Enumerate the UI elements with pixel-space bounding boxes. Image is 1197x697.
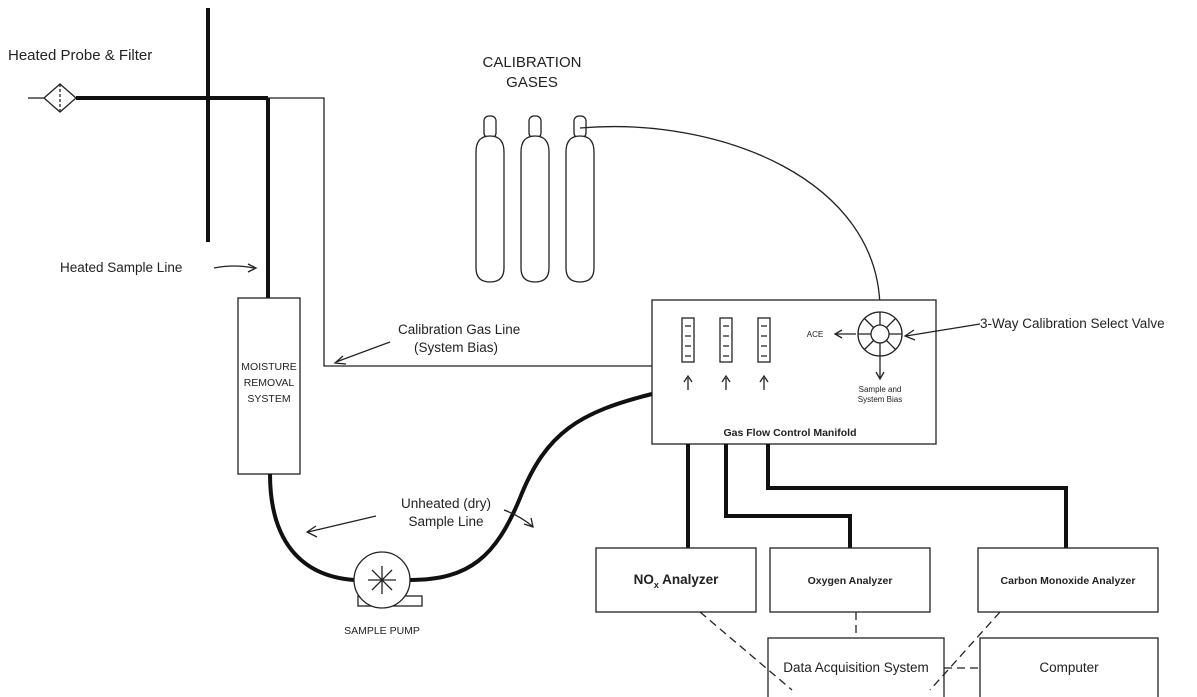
heated-probe-label: Heated Probe & Filter [8, 47, 152, 64]
co-analyzer-label: Carbon Monoxide Analyzer [1001, 575, 1136, 587]
unheated-line-arrow-left [305, 515, 377, 538]
unheated-line-label-1: Unheated (dry) [401, 496, 491, 511]
unheated-line-arrow-right [503, 509, 534, 528]
cal-gas-line-label-2: (System Bias) [414, 340, 498, 355]
nox-analyzer [595, 547, 757, 613]
three-way-valve-icon [857, 311, 903, 357]
rotameter-icon [719, 317, 733, 390]
sample-pump-label: SAMPLE PUMP [344, 625, 420, 637]
nox-to-das-link [699, 611, 793, 691]
gas-cylinder-icon [475, 115, 505, 283]
heated-sample-line-label: Heated Sample Line [60, 260, 182, 275]
unheated-line-label-2: Sample Line [408, 514, 483, 529]
computer [979, 637, 1159, 697]
filter-icon [43, 83, 77, 113]
moisture-label-2: REMOVAL [244, 377, 295, 389]
cylinder-to-valve-line [579, 125, 881, 311]
calibration-gas-line [268, 97, 652, 367]
sample-bias-label-2: System Bias [858, 395, 902, 404]
computer-label: Computer [1039, 660, 1099, 675]
sample-pump-icon [353, 551, 423, 609]
calibration-gases-label-1: CALIBRATION [483, 54, 582, 71]
co-to-das-link [929, 611, 1001, 691]
heated-probe-assembly [28, 8, 268, 242]
sample-bias-label-1: Sample and [859, 385, 902, 394]
das-label: Data Acquisition System [783, 660, 929, 675]
three-way-valve-label: 3-Way Calibration Select Valve [980, 316, 1165, 331]
gas-cylinder-icon [565, 115, 595, 283]
manifold-to-oxygen-line [724, 444, 852, 548]
manifold-label: Gas Flow Control Manifold [724, 427, 857, 439]
moisture-label-1: MOISTURE [241, 361, 296, 373]
valve-label-arrow [903, 323, 981, 341]
calibration-gas-cylinders [475, 115, 595, 283]
gas-cylinder-icon [520, 115, 550, 283]
nox-main-text: NO [634, 572, 654, 587]
manifold-to-co-line [766, 444, 1068, 548]
co-analyzer [977, 547, 1159, 613]
cal-gas-line-label-1: Calibration Gas Line [398, 322, 520, 337]
nox-subscript-text: x [654, 580, 659, 590]
unheated-sample-line-in [268, 473, 355, 582]
moisture-label-3: SYSTEM [247, 393, 290, 405]
nox-rest-text: Analyzer [659, 572, 719, 587]
oxygen-analyzer [769, 547, 931, 613]
data-acquisition-system [767, 637, 945, 697]
rotameter-icon [757, 317, 771, 390]
ace-arrow [833, 329, 856, 339]
sample-bias-arrow [875, 356, 885, 381]
ace-label: ACE [807, 330, 823, 339]
nox-analyzer-label: NOx Analyzer [634, 572, 720, 590]
rotameters [681, 317, 771, 390]
heated-sample-line-arrow [213, 263, 258, 273]
calibration-gases-label-2: GASES [506, 74, 558, 91]
moisture-removal-system [237, 297, 301, 475]
oxygen-analyzer-label: Oxygen Analyzer [808, 575, 893, 587]
rotameter-icon [681, 317, 695, 390]
cal-gas-line-arrow [333, 341, 391, 365]
unheated-sample-line-out [409, 392, 653, 582]
